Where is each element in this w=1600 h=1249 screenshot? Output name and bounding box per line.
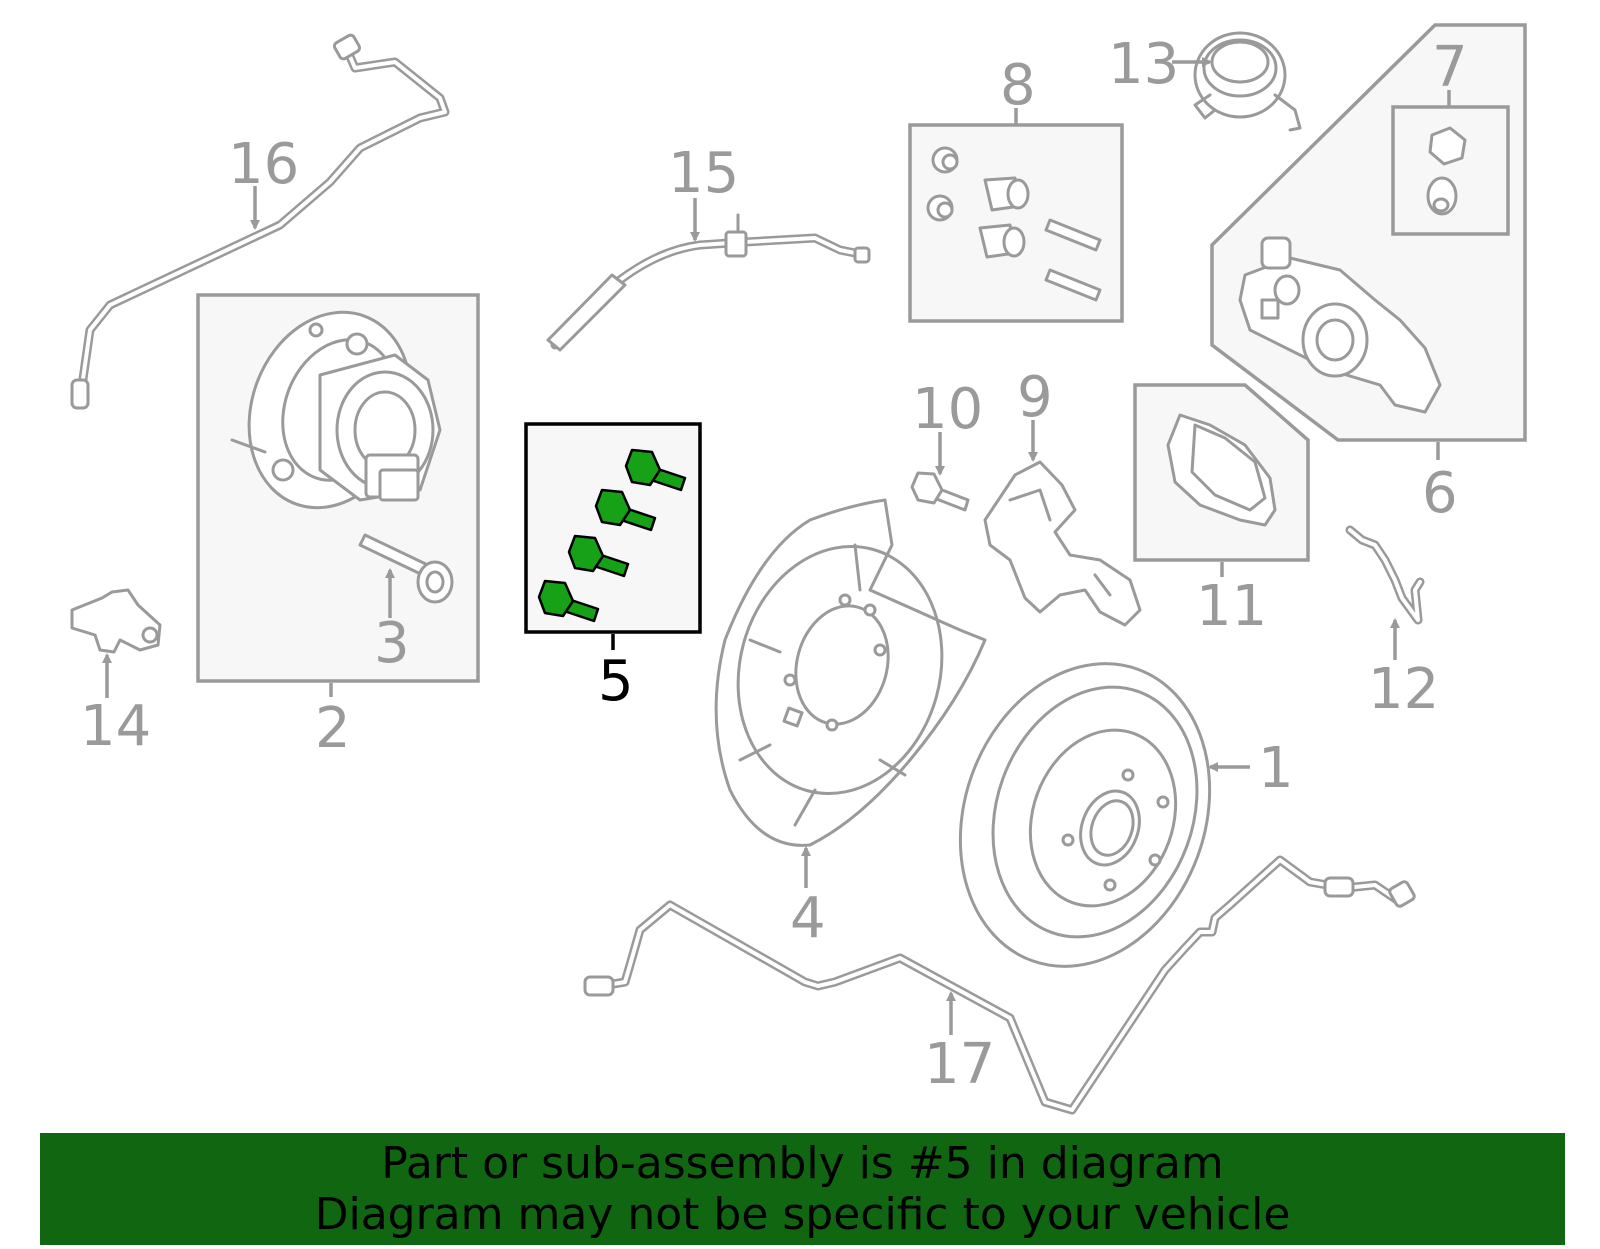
part-17-brake-tube[interactable] xyxy=(583,855,1416,1115)
part-12-clip[interactable] xyxy=(1345,525,1425,625)
part-15-sensor-wire[interactable] xyxy=(546,213,871,352)
info-banner: Part or sub-assembly is #5 in diagram Di… xyxy=(40,1133,1565,1245)
part-7-bleeder-cap[interactable] xyxy=(1426,126,1467,216)
part-9-caliper-bracket[interactable] xyxy=(983,460,1142,627)
callout-8: 8 xyxy=(1000,53,1036,118)
callout-4: 4 xyxy=(790,886,826,951)
callout-10: 10 xyxy=(912,377,983,442)
callout-13: 13 xyxy=(1108,32,1179,97)
callout-16: 16 xyxy=(228,132,299,197)
part-6-caliper[interactable] xyxy=(1238,236,1442,414)
part-1-brake-rotor[interactable] xyxy=(919,628,1251,1001)
callout-2: 2 xyxy=(315,696,351,761)
banner-line-2: Diagram may not be specific to your vehi… xyxy=(314,1189,1291,1240)
callout-12: 12 xyxy=(1368,657,1439,722)
callout-9: 9 xyxy=(1017,365,1053,430)
callout-11: 11 xyxy=(1196,574,1267,639)
callout-1: 1 xyxy=(1258,736,1294,801)
part-13-spring[interactable] xyxy=(1193,31,1302,132)
part-5-bolt-set[interactable] xyxy=(537,448,687,623)
box-part-7 xyxy=(1391,105,1510,236)
banner-line-1: Part or sub-assembly is #5 in diagram xyxy=(381,1138,1224,1189)
bolt-2 xyxy=(594,488,657,532)
bolt-1 xyxy=(624,448,687,492)
callout-3: 3 xyxy=(374,611,410,676)
part-16-brake-tube[interactable] xyxy=(70,33,450,410)
part-10-bolt[interactable] xyxy=(910,471,970,512)
part-11-brake-pads[interactable] xyxy=(1166,413,1277,527)
callout-7: 7 xyxy=(1432,35,1468,100)
part-14-sensor[interactable] xyxy=(70,588,162,654)
bolt-4 xyxy=(537,579,600,623)
callout-17: 17 xyxy=(924,1032,995,1097)
part-8-hardware-kit[interactable] xyxy=(926,146,1102,302)
callout-15: 15 xyxy=(668,141,739,206)
callout-14: 14 xyxy=(80,694,151,759)
part-2-hub-bearing[interactable] xyxy=(223,289,442,530)
callout-5: 5 xyxy=(598,649,634,714)
callout-6: 6 xyxy=(1422,461,1458,526)
part-4-dust-shield[interactable] xyxy=(711,498,987,847)
bolt-3 xyxy=(567,534,630,578)
part-3-wheel-stud[interactable] xyxy=(358,533,454,604)
